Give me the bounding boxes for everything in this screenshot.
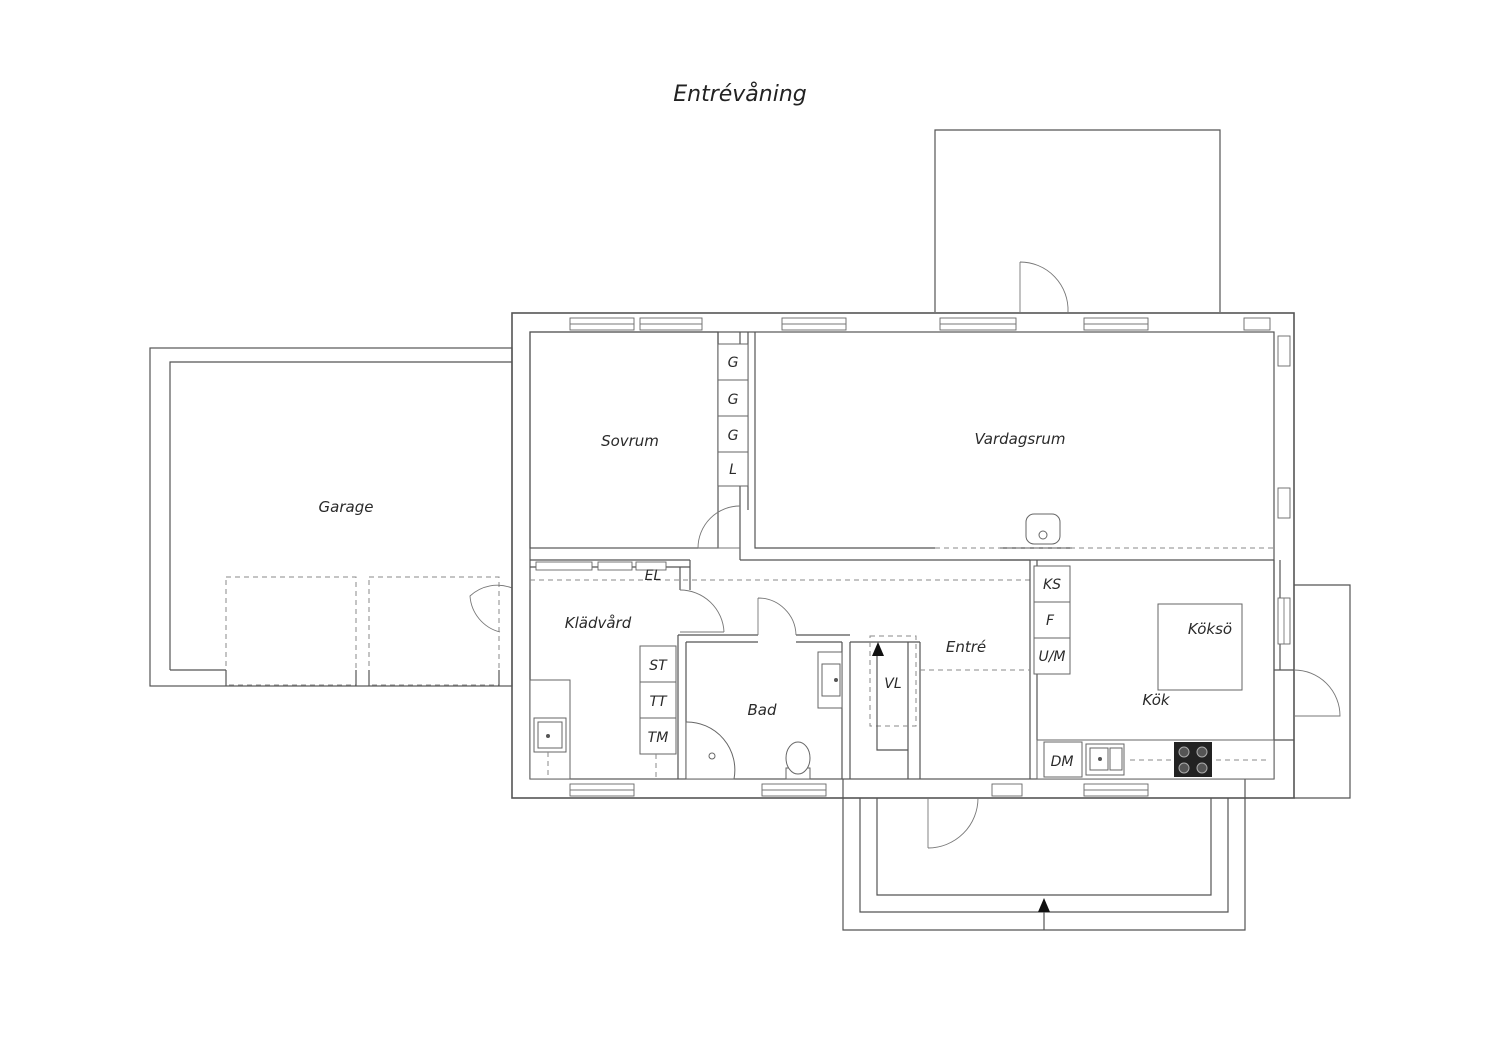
room-label-kokso: Köksö (1188, 620, 1232, 638)
room-label-kladvard: Klädvård (565, 614, 632, 632)
fireplace-icon (1025, 513, 1061, 545)
room-label-kok: Kök (1142, 691, 1170, 709)
side-porch (1294, 584, 1351, 799)
fixture-label-tm: TM (648, 730, 669, 746)
plan-title: Entrévåning (673, 82, 807, 107)
room-label-bad: Bad (747, 701, 776, 719)
stair-arrow-icon (872, 642, 884, 656)
upper-terrace (934, 129, 1221, 312)
room-label-entre: Entré (946, 638, 986, 656)
fixture-label-tt: TT (649, 694, 668, 710)
builtins (529, 343, 1275, 780)
fixture-label-l: L (729, 462, 737, 478)
fixture-label-f: F (1046, 613, 1055, 629)
garage (149, 347, 513, 687)
house-walls (511, 312, 1295, 799)
fixture-label-st: ST (649, 658, 668, 674)
fixture-label-el: EL (645, 568, 662, 584)
fixture-label-vl: VL (884, 676, 901, 692)
entrance-arrow-icon (1038, 898, 1050, 912)
room-label-sovrum: Sovrum (601, 432, 659, 450)
fixture-label-um: U/M (1038, 649, 1065, 665)
windows (535, 317, 1291, 797)
fixture-label-g2: G (728, 392, 739, 408)
fixture-label-dm: DM (1051, 754, 1074, 770)
toilet-icon (785, 741, 811, 775)
entrance-deck (842, 798, 1246, 931)
cooktop-icon (1174, 742, 1212, 777)
fixture-label-g3: G (728, 428, 739, 444)
fixture-label-ks: KS (1043, 577, 1061, 593)
room-label-garage: Garage (319, 498, 374, 516)
kitchen-island (1157, 603, 1243, 691)
fixture-label-g1: G (728, 355, 739, 371)
room-label-vardagsrum: Vardagsrum (975, 430, 1066, 448)
doors (679, 261, 1341, 849)
shower-icon (685, 721, 736, 780)
